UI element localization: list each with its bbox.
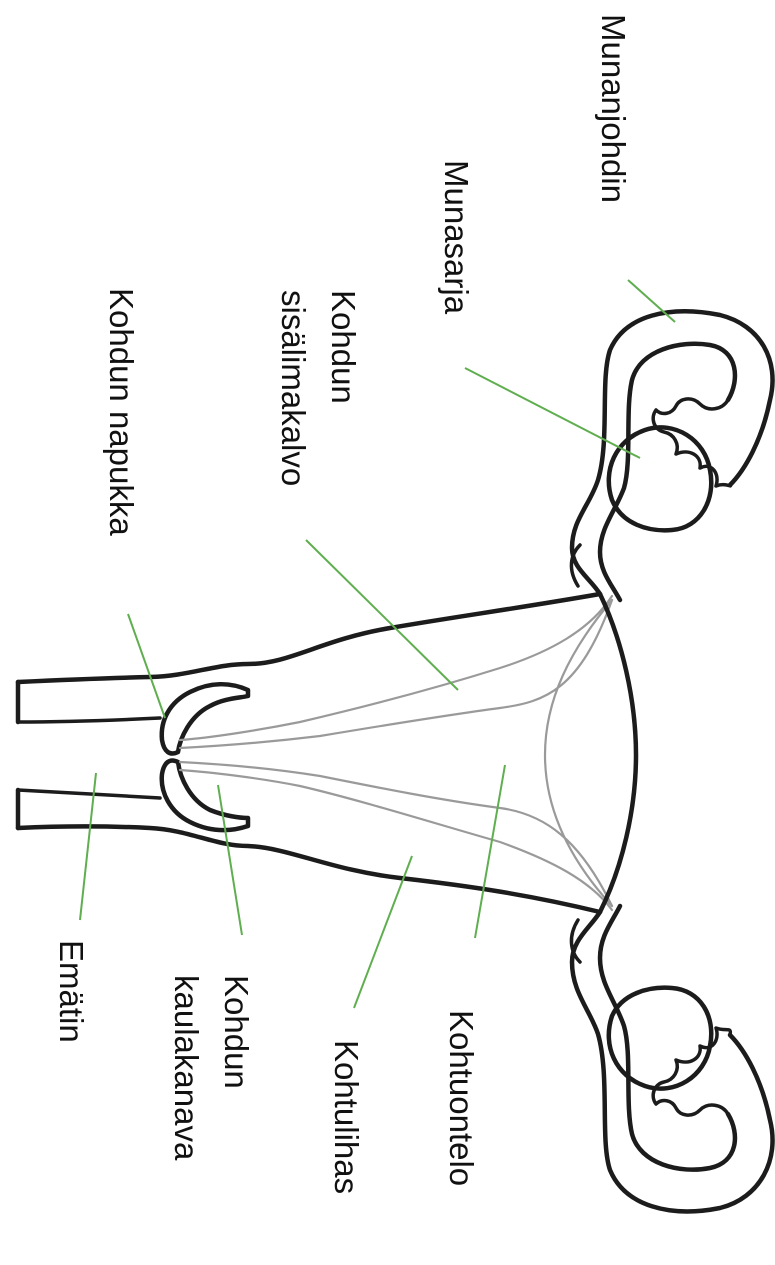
leader-lines [80, 280, 675, 1008]
label-kohdun-sisalimakalvo-line2: sisälimakalvo [275, 290, 312, 486]
vagina-wall-bottom [18, 827, 600, 913]
ovary-lower [609, 988, 711, 1089]
fallopian-tube-lower-inner [600, 906, 735, 1170]
leader-kohtulihas [354, 856, 412, 1008]
label-munanjohdin: Munanjohdin [595, 14, 632, 203]
label-kohtulihas: Kohtulihas [328, 1040, 365, 1194]
label-emätin: Emätin [53, 940, 90, 1043]
cervix-lower-lip [162, 761, 248, 831]
leader-munasarja [465, 368, 640, 458]
label-munasarja: Munasarja [438, 160, 475, 315]
leader-kohdun-kaulakanava [218, 785, 242, 935]
endometrium-line-top [180, 596, 612, 740]
vagina-wall-top [18, 594, 600, 682]
vagina-inner-top [18, 718, 160, 722]
leader-kohtuontelo [475, 765, 505, 938]
vagina-inner-bottom [18, 790, 160, 798]
label-kohtuontelo: Kohtuontelo [443, 1010, 480, 1186]
fimbriae-lower [653, 1028, 730, 1115]
label-kohdun-napukka: Kohdun napukka [103, 288, 140, 536]
leader-kohdun-napukka [128, 614, 165, 718]
uterus-fundus [600, 594, 636, 912]
leader-kohdun-sisalimakalvo [306, 540, 458, 690]
label-kohdun-kaulakanava-line1: Kohdun [218, 975, 255, 1089]
label-kohdun-kaulakanava-line2: kaulakanava [168, 975, 205, 1161]
label-kohdun-sisalimakalvo-line1: Kohdun [325, 290, 362, 404]
cervix-upper-lip [162, 684, 248, 753]
fimbriae-upper [653, 399, 730, 486]
